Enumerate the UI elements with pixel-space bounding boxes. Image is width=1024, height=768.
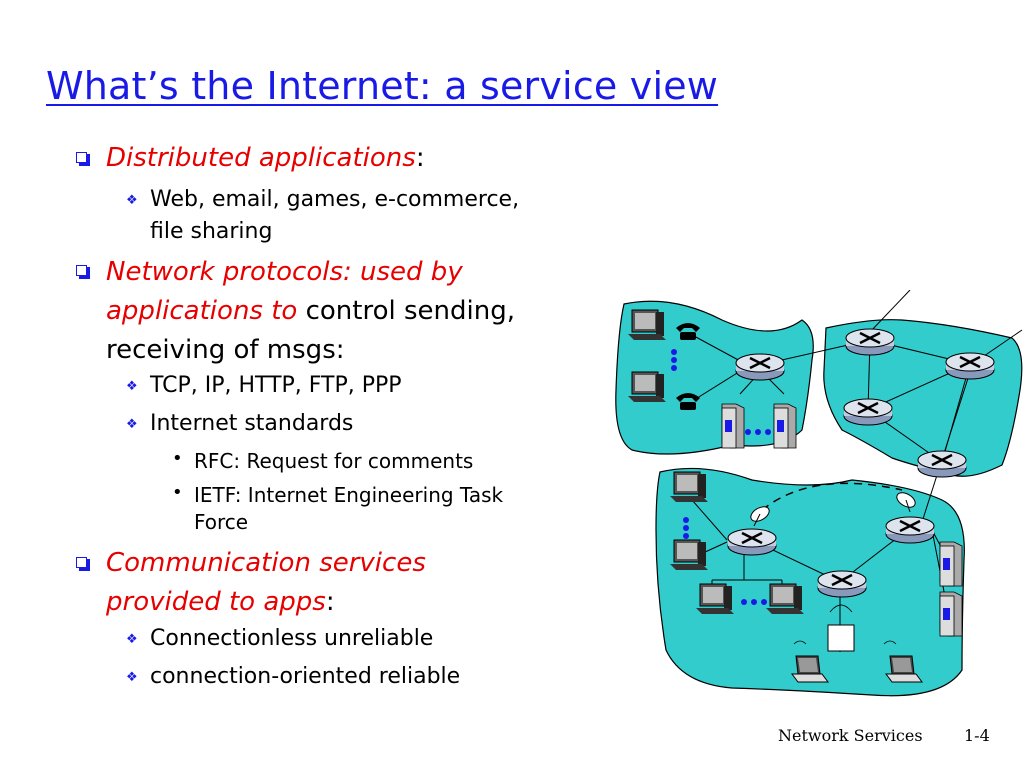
sub-bullet-connection-oriented: connection-oriented reliable (150, 664, 461, 689)
computer-icon (627, 371, 667, 403)
computer-icon (669, 539, 709, 571)
satellite-dish-icon (896, 492, 916, 513)
square-bullet-icon (76, 557, 90, 571)
sub-bullet-connectionless: Connectionless unreliable (150, 626, 434, 651)
network-diagram (615, 290, 1023, 697)
router-icon (734, 352, 786, 382)
computer-icon (765, 583, 805, 615)
bullet-network-protocols-line2: applications to control sending, (106, 296, 515, 326)
sub-bullet-web-cont: file sharing (150, 219, 273, 244)
footer-section-label: Network Services (778, 726, 923, 745)
router-icon (884, 515, 936, 545)
satellite-dish-icon (750, 506, 770, 527)
router-icon (916, 449, 968, 479)
square-bullet-icon (76, 152, 90, 166)
computer-icon (695, 583, 735, 615)
server-icon (721, 403, 745, 449)
sub-sub-bullet-ietf: IETF: Internet Engineering Task (194, 483, 504, 507)
diamond-bullet-icon: ❖ (126, 193, 138, 208)
router-icon (842, 397, 894, 427)
bullet-network-protocols-line3: receiving of msgs: (106, 335, 345, 365)
bullet-network-protocols: Network protocols: used by (106, 257, 463, 287)
diamond-bullet-icon: ❖ (126, 632, 138, 647)
page-number: 1-4 (964, 726, 990, 745)
wireless-access-point (827, 624, 855, 652)
server-icon (939, 591, 963, 637)
server-icon (773, 403, 797, 449)
bullet-communication-services: Communication services (106, 548, 426, 578)
router-icon (726, 527, 778, 557)
computer-icon (627, 309, 667, 341)
router-icon (816, 569, 868, 599)
diamond-bullet-icon: ❖ (126, 670, 138, 685)
diamond-bullet-icon: ❖ (126, 417, 138, 432)
square-bullet-icon (76, 265, 90, 279)
sub-bullet-web: Web, email, games, e-commerce, (150, 187, 520, 212)
dot-bullet-icon: • (172, 448, 183, 469)
sub-bullet-tcp: TCP, IP, HTTP, FTP, PPP (150, 373, 402, 398)
page-title: What’s the Internet: a service view (46, 64, 719, 108)
wireless-antenna-icon (793, 604, 897, 645)
sub-sub-bullet-ietf-cont: Force (194, 510, 249, 534)
bullet-communication-services-line2: provided to apps: (106, 587, 335, 617)
sub-sub-bullet-rfc: RFC: Request for comments (194, 449, 474, 473)
diamond-bullet-icon: ❖ (126, 379, 138, 394)
sub-bullet-standards: Internet standards (150, 411, 354, 436)
dot-bullet-icon: • (172, 482, 183, 503)
server-icon (939, 541, 963, 587)
computer-icon (669, 471, 709, 503)
router-icon (944, 351, 996, 381)
bullet-distributed-applications: Distributed applications: (106, 143, 425, 173)
router-icon (844, 327, 896, 357)
